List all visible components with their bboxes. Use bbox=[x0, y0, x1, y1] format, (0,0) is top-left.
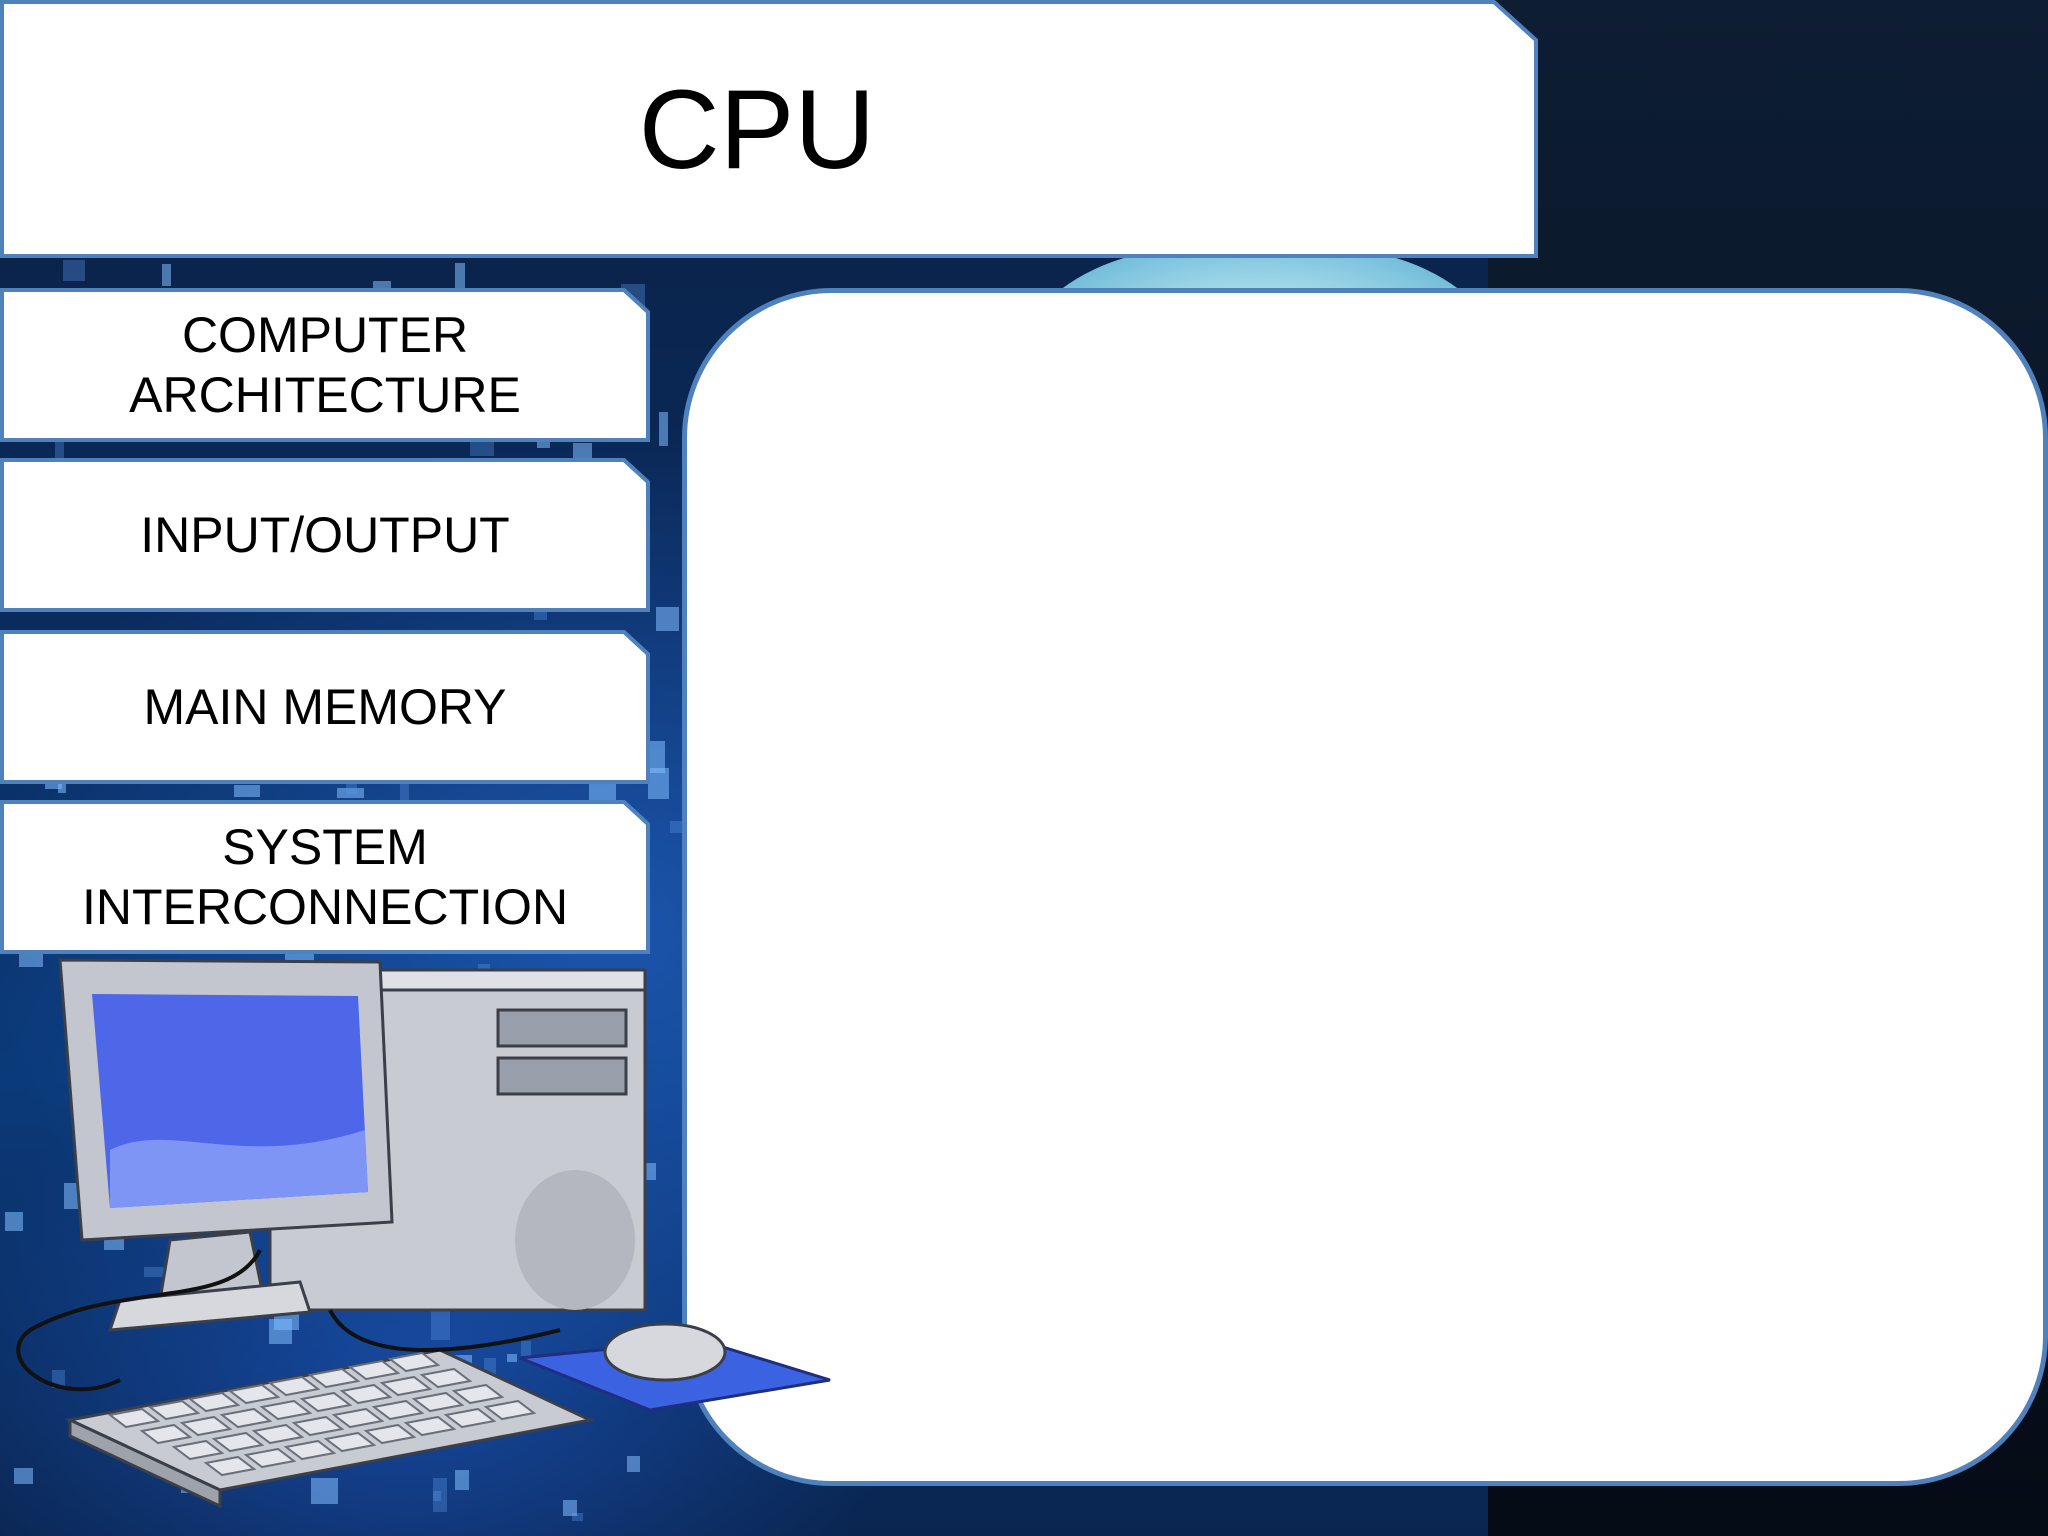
keyboard-key bbox=[307, 1367, 361, 1389]
keyboard-key bbox=[363, 1423, 417, 1445]
circuit-tile bbox=[670, 821, 684, 833]
keyboard-key bbox=[379, 1375, 433, 1397]
keyboard-key bbox=[171, 1439, 225, 1461]
keyboard-key bbox=[411, 1391, 465, 1413]
nav-item-input-output[interactable]: INPUT/OUTPUT bbox=[0, 458, 650, 612]
circuit-tile bbox=[563, 1500, 577, 1516]
circuit-tile bbox=[627, 1456, 640, 1472]
nav-item-computer-architecture[interactable]: COMPUTER ARCHITECTURE bbox=[0, 288, 650, 442]
keyboard-key bbox=[139, 1423, 193, 1445]
nav-item-main-memory[interactable]: MAIN MEMORY bbox=[0, 630, 650, 784]
keyboard-key bbox=[403, 1415, 457, 1437]
circuit-tile bbox=[455, 263, 465, 293]
nav-item-shape bbox=[0, 630, 650, 784]
keyboard-key bbox=[419, 1367, 473, 1389]
circuit-tile bbox=[572, 1513, 583, 1521]
nav-item-label: COMPUTER ARCHITECTURE bbox=[129, 307, 521, 423]
title-box-shape bbox=[0, 0, 1538, 258]
keyboard-key bbox=[179, 1415, 233, 1437]
circuit-tile bbox=[14, 1468, 33, 1484]
nav-item-label: SYSTEM INTERCONNECTION bbox=[81, 819, 569, 935]
keyboard-key bbox=[187, 1391, 241, 1413]
content-panel bbox=[682, 288, 2048, 1486]
desktop-computer-icon bbox=[16, 958, 831, 1509]
keyboard-key bbox=[451, 1383, 505, 1405]
circuit-tile bbox=[234, 785, 260, 797]
circuit-tile bbox=[144, 1267, 172, 1277]
keyboard-key bbox=[147, 1399, 201, 1421]
nav-item-label: MAIN MEMORY bbox=[143, 679, 507, 735]
keyboard-key bbox=[331, 1407, 385, 1429]
circuit-tile bbox=[656, 607, 679, 631]
keyboard-key bbox=[283, 1439, 337, 1461]
circuit-tile bbox=[648, 768, 669, 799]
keyboard-key bbox=[323, 1431, 377, 1453]
nav-item-label: INPUT/OUTPUT bbox=[140, 507, 510, 563]
circuit-tile bbox=[433, 1491, 441, 1501]
circuit-tile bbox=[431, 1305, 450, 1340]
keyboard-key bbox=[371, 1399, 425, 1421]
nav-item-shape bbox=[0, 800, 650, 954]
circuit-tile bbox=[521, 1341, 531, 1356]
keyboard-key bbox=[203, 1455, 257, 1477]
keyboard-key bbox=[291, 1415, 345, 1437]
circuit-tile bbox=[507, 1354, 517, 1362]
keyboard-key bbox=[443, 1407, 497, 1429]
keyboard-key bbox=[251, 1423, 305, 1445]
nav-item-shape bbox=[0, 288, 650, 442]
keyboard-key bbox=[483, 1399, 537, 1421]
keyboard-key bbox=[259, 1399, 313, 1421]
keyboard-key bbox=[243, 1447, 297, 1469]
keyboard-key bbox=[267, 1375, 321, 1397]
circuit-tile bbox=[162, 264, 171, 286]
circuit-tile bbox=[63, 260, 85, 281]
circuit-tile bbox=[400, 777, 409, 809]
keyboard-key bbox=[107, 1407, 161, 1429]
nav-item-system-interconnection[interactable]: SYSTEM INTERCONNECTION bbox=[0, 800, 650, 954]
title-box: CPU bbox=[0, 0, 1540, 260]
circuit-tile bbox=[55, 441, 64, 458]
keyboard-key bbox=[339, 1383, 393, 1405]
circuit-tile bbox=[311, 1478, 338, 1504]
nav-item-shape bbox=[0, 458, 650, 612]
circuit-tile bbox=[5, 1212, 23, 1231]
keyboard-key bbox=[211, 1431, 265, 1453]
circuit-tile bbox=[433, 1478, 447, 1512]
circuit-tile bbox=[534, 611, 547, 620]
keyboard-key bbox=[299, 1391, 353, 1413]
circuit-tile bbox=[659, 412, 668, 446]
keyboard-key bbox=[227, 1383, 281, 1405]
slide-title: CPU bbox=[638, 66, 876, 192]
circuit-tile bbox=[337, 788, 364, 798]
keyboard-key bbox=[347, 1359, 401, 1381]
circuit-tile bbox=[455, 1470, 469, 1490]
keyboard-key bbox=[387, 1351, 441, 1373]
keyboard-key bbox=[219, 1407, 273, 1429]
circuit-tile bbox=[346, 781, 357, 794]
